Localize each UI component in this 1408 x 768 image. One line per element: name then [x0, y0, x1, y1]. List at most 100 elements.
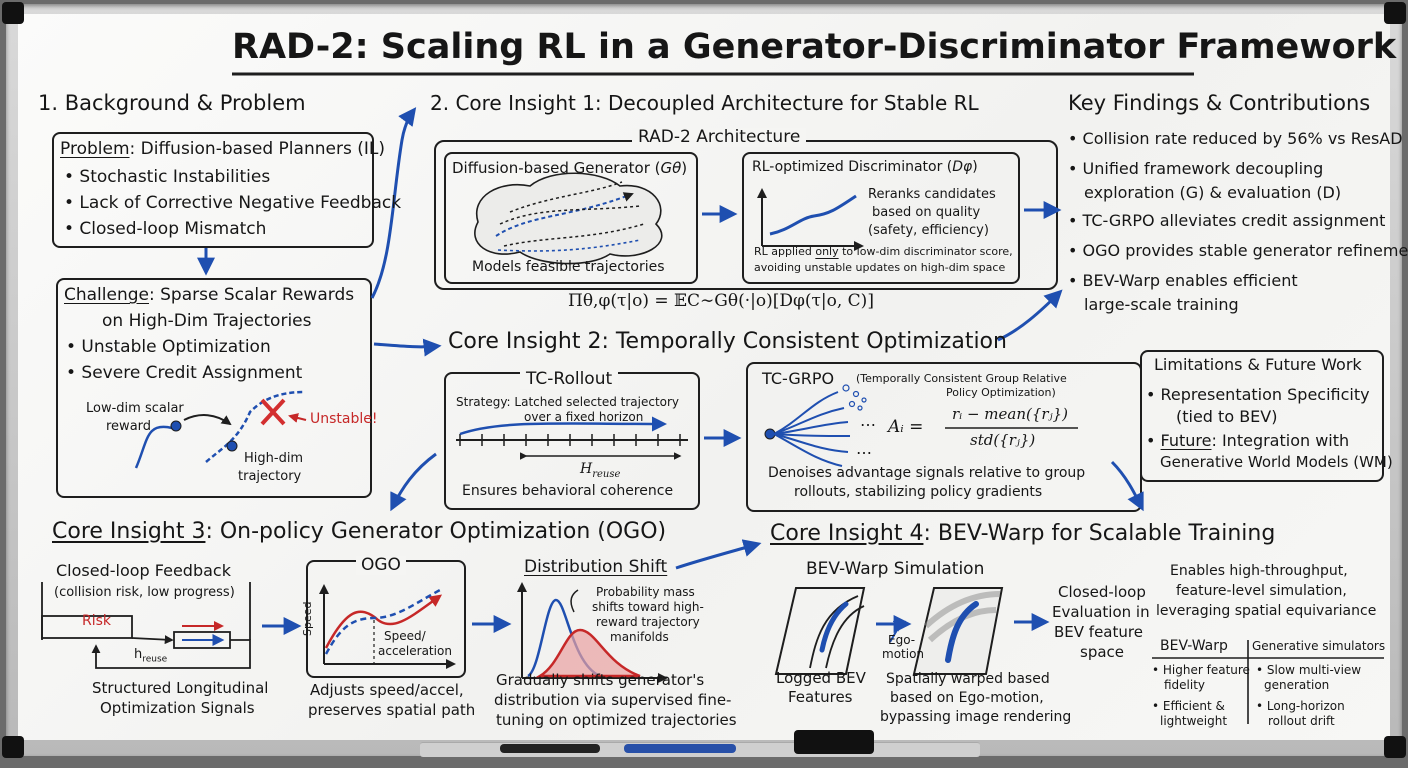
table-header-bevwarp: BEV-Warp [1160, 638, 1228, 654]
table-cell: generation [1264, 678, 1330, 692]
policy-formula: Πθ,φ(τ|o) = 𝔼C∼Gθ(·|o)[Dφ(τ|o, C)] [568, 291, 874, 311]
shift-caption: distribution via supervised fine- [494, 691, 732, 709]
grpo-formula-den: std({rⱼ}) [970, 431, 1036, 449]
risk-label: Risk [82, 613, 112, 629]
grpo-dots: … [856, 439, 872, 458]
feedback-caption: Structured Longitudinal [92, 679, 269, 697]
ogo-blue-curve [324, 588, 441, 655]
feedback-title: Closed-loop Feedback [56, 561, 231, 580]
frame-corner [1384, 736, 1406, 758]
problem-item: • Closed-loop Mismatch [64, 219, 267, 239]
grpo-bubbles [842, 384, 867, 411]
eraser[interactable] [794, 730, 874, 754]
background-heading: 1. Background & Problem [38, 91, 306, 115]
challenge-box [56, 278, 372, 498]
shift-desc: Probability mass [596, 585, 695, 599]
shift-caption: Gradually shifts generator's [496, 671, 705, 689]
bev-sim-title: BEV-Warp Simulation [806, 559, 985, 579]
challenge-text: : Sparse Scalar Rewards [149, 285, 355, 305]
discriminator-desc: (safety, efficiency) [868, 223, 989, 238]
high-dim-point [226, 440, 238, 452]
feedback-loop [91, 639, 251, 669]
grpo-subtitle: (Temporally Consistent Group Relative [856, 372, 1067, 385]
red-cross [260, 398, 286, 426]
finding-item-cont: exploration (G) & evaluation (D) [1084, 183, 1342, 202]
ogo-curve-label: Speed/ [384, 629, 426, 643]
discriminator-box [742, 152, 1020, 284]
bev-ego-path [819, 601, 849, 653]
marker-blue[interactable] [624, 744, 736, 753]
problem-box [52, 132, 374, 248]
discriminator-note: RL applied only to low-dim discriminator… [754, 245, 1013, 258]
discriminator-note2: avoiding unstable updates on high-dim sp… [754, 261, 1006, 274]
rollout-title: TC-Rollout [520, 370, 619, 389]
ego-motion-label: Ego- [888, 633, 916, 647]
table-cell: • Efficient & [1152, 699, 1225, 713]
finding-item: • Unified framework decoupling [1068, 159, 1324, 178]
future-line2: Generative World Models (WM) [1160, 453, 1393, 471]
rollout-h-reuse: Hreuse [580, 461, 621, 480]
generator-caption: Models feasible trajectories [472, 259, 665, 275]
sketch-unstable: Unstable! [310, 411, 378, 427]
table-cell: • Slow multi-view [1256, 663, 1362, 677]
limitation-item-cont: (tied to BEV) [1176, 407, 1278, 426]
table-header-generative: Generative simulators [1252, 639, 1386, 653]
shift-desc: shifts toward high- [592, 600, 704, 614]
low-dim-point [170, 420, 182, 432]
discriminator-symbol: Dφ [952, 159, 973, 175]
grpo-formula-lhs: Aᵢ = [888, 417, 924, 437]
feedback-caption: Optimization Signals [100, 699, 255, 717]
generator-box [444, 152, 698, 284]
grpo-fan [773, 391, 851, 467]
arrow-to-insight4-grpo [1110, 460, 1144, 512]
page-title: RAD-2: Scaling RL in a Generator-Discrim… [232, 27, 1397, 67]
feedback-forward [131, 635, 174, 645]
rollout-strategy: over a fixed horizon [524, 410, 644, 424]
cloud-traj [499, 205, 641, 225]
future-line: • Future: Integration with [1146, 431, 1350, 450]
sketch-arrow [183, 414, 232, 426]
frame-corner [1384, 2, 1406, 24]
bev-lane [825, 605, 865, 669]
unstable-arrow [288, 413, 307, 423]
cloud-traj [497, 239, 641, 252]
limitations-box [1140, 350, 1384, 482]
table-cell: fidelity [1164, 678, 1206, 692]
arrow-shift-insight4 [675, 539, 762, 570]
enables-text: feature-level simulation, [1176, 583, 1347, 599]
shift-red-dist [535, 628, 641, 678]
warp-blur [923, 591, 1001, 629]
sketch-high-dim: High-dim [244, 451, 304, 466]
ego-motion-label: motion [882, 647, 925, 661]
enables-text: leveraging spatial equivariance [1156, 603, 1377, 619]
frame-corner [2, 736, 24, 758]
table-cell: • Higher feature [1152, 663, 1250, 677]
marker-black[interactable] [500, 744, 600, 753]
problem-label: Problem [60, 139, 130, 159]
arrow-to-insight3 [390, 452, 437, 512]
rollout-strategy: Strategy: Latched selected trajectory [456, 395, 680, 409]
grpo-origin [764, 428, 776, 440]
rollout-caption: Ensures behavioral coherence [462, 483, 674, 499]
shift-desc: manifolds [610, 630, 669, 644]
shift-title: Distribution Shift [524, 557, 668, 577]
finding-item: • BEV-Warp enables efficient [1068, 271, 1298, 290]
warp-caption: based on Ego-motion, [890, 690, 1044, 706]
ogo-caption: preserves spatial path [308, 701, 476, 719]
shift-desc: reward trajectory [596, 615, 700, 629]
cloud-traj [503, 223, 645, 247]
grpo-caption: Denoises advantage signals relative to g… [768, 465, 1086, 481]
enables-text: Enables high-throughput, [1170, 563, 1348, 579]
architecture-label: RAD-2 Architecture [632, 128, 807, 147]
insight3-heading: Core Insight 3: On-policy Generator Opti… [52, 519, 667, 544]
h-reuse-label: hreuse [134, 647, 168, 665]
finding-item: • TC-GRPO alleviates credit assignment [1068, 211, 1386, 230]
eval-label: BEV feature [1054, 623, 1143, 641]
ogo-red-curve [324, 594, 443, 649]
challenge-item: • Severe Credit Assignment [66, 363, 303, 383]
warped-ego-path [945, 601, 979, 663]
insight2-heading: Core Insight 2: Temporally Consistent Op… [448, 329, 1007, 354]
frame-corner [2, 2, 24, 24]
